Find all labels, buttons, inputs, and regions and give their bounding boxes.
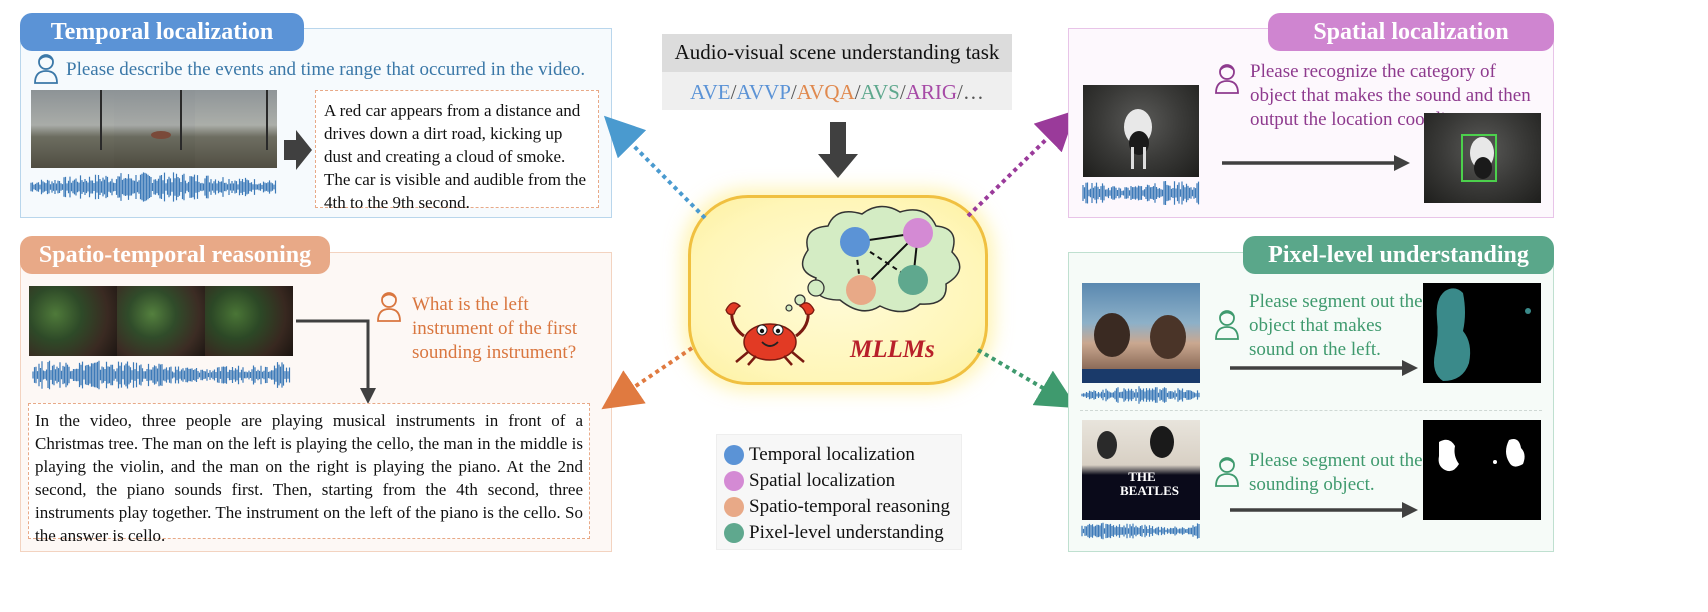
legend-item: Temporal localization <box>749 444 915 465</box>
spatial-title: Spatial localization <box>1268 13 1554 51</box>
arrow-down-icon <box>818 122 858 178</box>
user-icon <box>1215 64 1239 94</box>
arrow-down-icon <box>296 319 376 404</box>
video-frame <box>205 286 293 356</box>
task-avvp: AVVP <box>736 80 791 104</box>
thought-cloud-icon <box>785 205 961 313</box>
task-list: AVE/AVVP/AVQA/AVS/ARIG/… <box>662 80 1012 105</box>
task-ellipsis: /… <box>957 80 984 104</box>
spatiotemporal-question: What is the left instrument of the first… <box>412 294 578 363</box>
segmentation-mask <box>1438 439 1525 472</box>
user-icon <box>1215 310 1239 340</box>
legend-item: Spatio-temporal reasoning <box>749 496 951 517</box>
task-sep: / <box>790 80 797 104</box>
mllm-label: MLLMs <box>850 336 935 363</box>
pixel-title: Pixel-level understanding <box>1243 236 1554 274</box>
waveform-trace <box>1081 522 1200 540</box>
pole-lines <box>100 90 268 150</box>
legend-box <box>716 434 962 550</box>
waveform-trace <box>1081 386 1200 404</box>
waveform <box>1081 386 1200 404</box>
row-divider <box>1080 410 1542 411</box>
waveform <box>32 360 291 390</box>
task-ave: AVE <box>690 80 731 104</box>
task-sep: / <box>854 80 861 104</box>
waveform-trace <box>30 172 277 202</box>
task-arig: ARIG <box>905 80 958 104</box>
segmentation-mask <box>1434 288 1531 381</box>
user-icon <box>377 292 401 322</box>
task-sep: / <box>899 80 906 104</box>
arrow-right-icon <box>1222 155 1410 171</box>
waveform <box>30 172 277 202</box>
temporal-question: Please describe the events and time rang… <box>66 59 586 80</box>
user-icon <box>1215 457 1239 487</box>
legend-dot <box>724 523 744 543</box>
arrow-right-icon <box>1230 360 1418 376</box>
temporal-title: Temporal localization <box>20 13 304 51</box>
mask-frame <box>1423 420 1541 520</box>
waveform-trace <box>1082 181 1200 205</box>
spatiotemporal-title: Spatio-temporal reasoning <box>20 236 330 274</box>
waveform <box>1082 181 1200 205</box>
waveform-trace <box>32 360 291 390</box>
video-frame <box>29 286 117 356</box>
concert-scene <box>1097 426 1174 459</box>
temporal-answer: A red car appears from a distance and dr… <box>315 90 599 212</box>
legend-dot <box>724 471 744 491</box>
news-overlay <box>1082 313 1200 383</box>
bounding-box <box>1461 134 1497 182</box>
waveform <box>1081 522 1200 540</box>
legend-dot <box>724 497 744 517</box>
dog-silhouette <box>1124 109 1152 169</box>
video-frame <box>195 90 277 168</box>
task-sep: / <box>730 80 737 104</box>
arrow-right-icon <box>1230 502 1418 518</box>
legend-dot <box>724 445 744 465</box>
pixel-question-1: Please segment out the object that makes… <box>1249 291 1423 360</box>
spatiotemporal-answer: In the video, three people are playing m… <box>28 403 590 545</box>
task-avs: AVS <box>860 80 900 104</box>
task-avqa: AVQA <box>796 80 855 104</box>
legend-item: Pixel-level understanding <box>749 522 944 543</box>
pixel-question-2: Please segment out the sounding object. <box>1249 450 1423 495</box>
legend-item: Spatial localization <box>749 470 896 491</box>
task-title: Audio-visual scene understanding task <box>674 40 1000 64</box>
arrow-right-icon <box>284 130 312 170</box>
crab-icon <box>725 302 815 366</box>
user-icon <box>34 54 58 84</box>
task-title-bar <box>662 34 1012 72</box>
beatles-logo: THE BEATLES <box>1120 469 1180 498</box>
video-frame <box>117 286 205 356</box>
